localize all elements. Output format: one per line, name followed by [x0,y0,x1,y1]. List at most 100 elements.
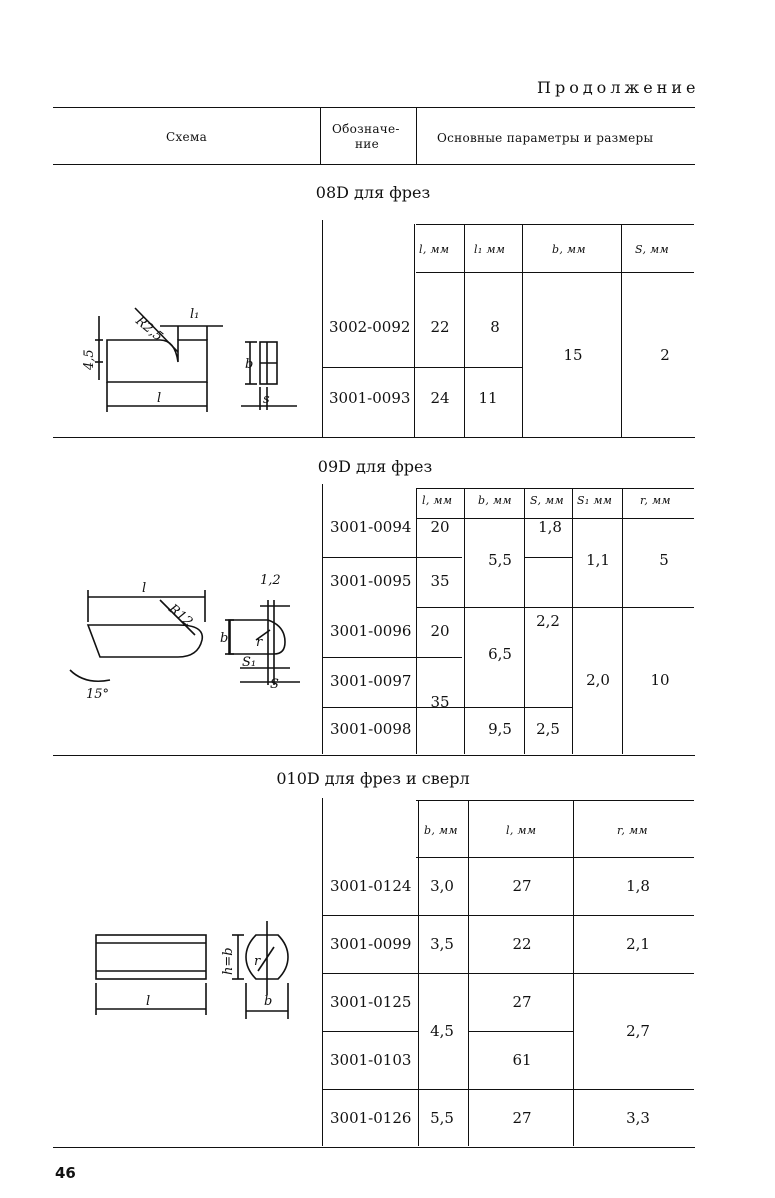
s08-grid-top [416,224,694,225]
s010-code-1: 3001-0124 [330,877,412,895]
s09-b-2: 6,5 [488,645,512,663]
s08-l-2: 24 [430,389,450,407]
s010-code-5: 3001-0126 [330,1109,412,1127]
s08-v4 [522,224,523,437]
s08-b: 15 [563,346,583,364]
header-designation-2: ние [355,137,379,151]
s09-l-2: 35 [430,572,450,590]
s010-b-3: 4,5 [430,1022,454,1040]
s010-diag-l: l [146,994,150,1009]
s09-code-2: 3001-0095 [330,572,412,590]
s010-r-1: 1,8 [626,877,650,895]
s09-col-s: S, мм [530,494,564,507]
s010-diag-r: r [254,954,261,969]
s09-grid-top [416,488,694,489]
s09-diag-l: l [142,581,146,596]
s09-r-1: 5 [659,551,669,569]
header-divider-2 [416,107,417,164]
s010-r-3: 2,7 [626,1022,650,1040]
s010-col-l: l, мм [506,824,537,837]
page-number: 46 [55,1164,76,1182]
s09-h3 [322,657,462,658]
s010-h2 [322,973,694,974]
s010-b-2: 3,5 [430,935,454,953]
s08-diag-l1: l₁ [190,307,199,322]
s010-l-4: 61 [512,1051,532,1069]
s08-code-1: 3002-0092 [329,318,411,336]
s010-grid-head [416,857,694,858]
header-divider-1 [320,107,321,164]
s010-h4 [468,1031,573,1032]
header-scheme: Схема [166,130,208,144]
s09-diag-r2: r [256,635,263,650]
s010-r-2: 2,1 [626,935,650,953]
s010-col-b: b, мм [424,824,458,837]
s010-l-5: 27 [512,1109,532,1127]
s010-diag-h: h=b [221,947,236,975]
s09-code-3: 3001-0096 [330,622,412,640]
s010-v1 [322,798,323,1146]
section-09d-title: 09D для фрез [317,457,433,476]
s09-h2 [416,607,694,608]
s010-code-4: 3001-0103 [330,1051,412,1069]
s08-code-2: 3001-0093 [329,389,411,407]
s09-diag-b: b [220,631,228,646]
s08-v3 [464,224,465,437]
s09-diag-t: 1,2 [260,573,281,588]
key-010d-drawing: l h=b r b [95,921,289,1019]
s09-b-3: 9,5 [488,720,512,738]
s08-diag-b: b [245,357,253,372]
s09-code-4: 3001-0097 [330,672,412,690]
s010-h5 [322,1089,694,1090]
s08-v1 [322,220,323,437]
s08-v2 [414,224,415,437]
s09-l-3: 20 [430,622,450,640]
header-designation-1: Обозначе- [332,122,400,136]
s010-grid-top [416,800,694,801]
s09-s-2: 2,2 [536,612,560,630]
s010-code-3: 3001-0125 [330,993,412,1011]
s010-b-1: 3,0 [430,877,454,895]
section-08d-title: 08D для фрез [315,183,431,202]
s09-v6 [622,488,623,754]
s010-h3 [322,1031,418,1032]
s09-v1 [322,484,323,754]
s08-s: 2 [660,346,670,364]
s08-col-b: b, мм [552,243,586,256]
s010-h1 [322,915,694,916]
s09-s-3: 2,5 [536,720,560,738]
header-params: Основные параметры и размеры [437,131,654,145]
s08-grid-mid [322,367,522,368]
s09-col-s1: S₁ мм [577,494,613,507]
s09-h1 [322,557,462,558]
s09-code-1: 3001-0094 [330,518,412,536]
s09-h5 [524,557,572,558]
header-bottom-rule [53,164,695,165]
s09-v3 [464,488,465,754]
s010-code-2: 3001-0099 [330,935,412,953]
s08-diag-h: 4,5 [82,349,97,371]
continuation-label: Продолжение [537,78,700,97]
s09-l-4: 35 [430,693,450,711]
s08-l-1: 22 [430,318,450,336]
s08-grid-head [416,272,694,273]
s09-diag-s: S [270,677,279,692]
s08-l1-2: 11 [478,389,498,407]
key-09d-drawing: l R12 15° 1,2 b r S₁ S [69,573,300,702]
section-010d-title: 010D для фрез и сверл [276,769,470,788]
s08-v5 [621,224,622,437]
s09-v5 [572,488,573,754]
s09-s1-2: 2,0 [586,671,610,689]
section-010d-bottom-rule [53,1147,695,1148]
header-top-rule [53,107,695,108]
section-08d-bottom-rule [53,437,695,438]
s08-diag-s: s [263,392,270,407]
s09-s-1: 1,8 [538,518,562,536]
s08-col-s: S, мм [635,243,669,256]
s010-r-4: 3,3 [626,1109,650,1127]
key-08d-drawing: R2,5 l₁ 4,5 l b s [82,307,297,412]
s09-col-b: b, мм [478,494,512,507]
s09-s1-1: 1,1 [586,551,610,569]
s08-col-l: l, мм [419,243,450,256]
s09-diag-angle: 15° [86,687,109,702]
